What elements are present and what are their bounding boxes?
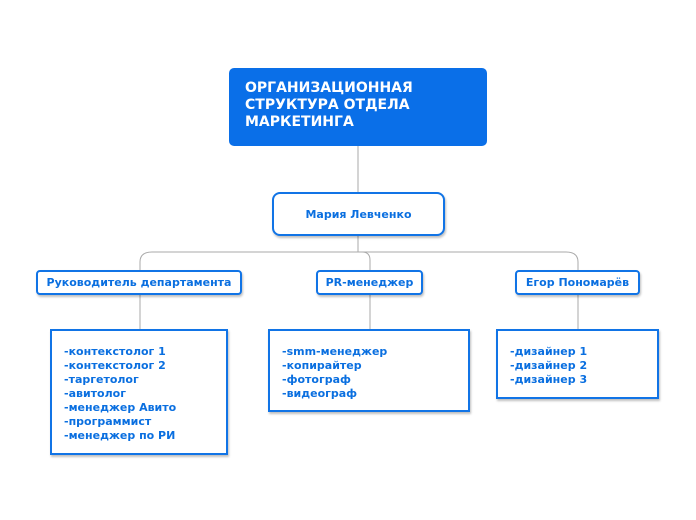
- connector-branch-left: [139, 251, 358, 270]
- branch-egor-ponomarev[interactable]: Егор Пономарёв: [515, 270, 640, 295]
- list-item: -программист: [64, 415, 152, 428]
- list-item: -контекстолог 1: [64, 345, 166, 358]
- list-item: -smm-менеджер: [282, 345, 388, 358]
- list-item: -дизайнер 3: [510, 373, 588, 386]
- leaf-pr-staff[interactable]: -smm-менеджер -копирайтер -фотограф -вид…: [268, 329, 470, 412]
- connector-branch-right: [358, 251, 579, 270]
- list-item: -фотограф: [282, 373, 351, 386]
- root-title: ОРГАНИЗАЦИОННАЯ СТРУКТУРА ОТДЕЛА МАРКЕТИ…: [245, 80, 413, 130]
- list-item: -контекстолог 2: [64, 359, 166, 372]
- list-item: -видеограф: [282, 387, 358, 400]
- leaf-department-staff[interactable]: -контекстолог 1 -контекстолог 2 -таргето…: [50, 329, 228, 455]
- branch-label: Егор Пономарёв: [525, 276, 630, 289]
- leaf-design-staff[interactable]: -дизайнер 1 -дизайнер 2 -дизайнер 3: [496, 329, 659, 399]
- root-topic[interactable]: ОРГАНИЗАЦИОННАЯ СТРУКТУРА ОТДЕЛА МАРКЕТИ…: [229, 68, 487, 146]
- branch-label: PR-менеджер: [325, 276, 414, 289]
- list-item: -дизайнер 1: [510, 345, 588, 358]
- branch-department-head[interactable]: Руководитель департамента: [36, 270, 242, 295]
- branch-label: Руководитель департамента: [46, 276, 232, 289]
- list-item: -копирайтер: [282, 359, 362, 372]
- list-item: -таргетолог: [64, 373, 139, 386]
- head-node[interactable]: Мария Левченко: [272, 192, 445, 236]
- connector-branch-middle: [358, 251, 371, 270]
- list-item: -менеджер по РИ: [64, 429, 176, 442]
- list-item: -авитолог: [64, 387, 126, 400]
- list-item: -дизайнер 2: [510, 359, 588, 372]
- branch-pr-manager[interactable]: PR-менеджер: [316, 270, 423, 295]
- list-item: -менеджер Авито: [64, 401, 177, 414]
- head-name: Мария Левченко: [305, 207, 412, 221]
